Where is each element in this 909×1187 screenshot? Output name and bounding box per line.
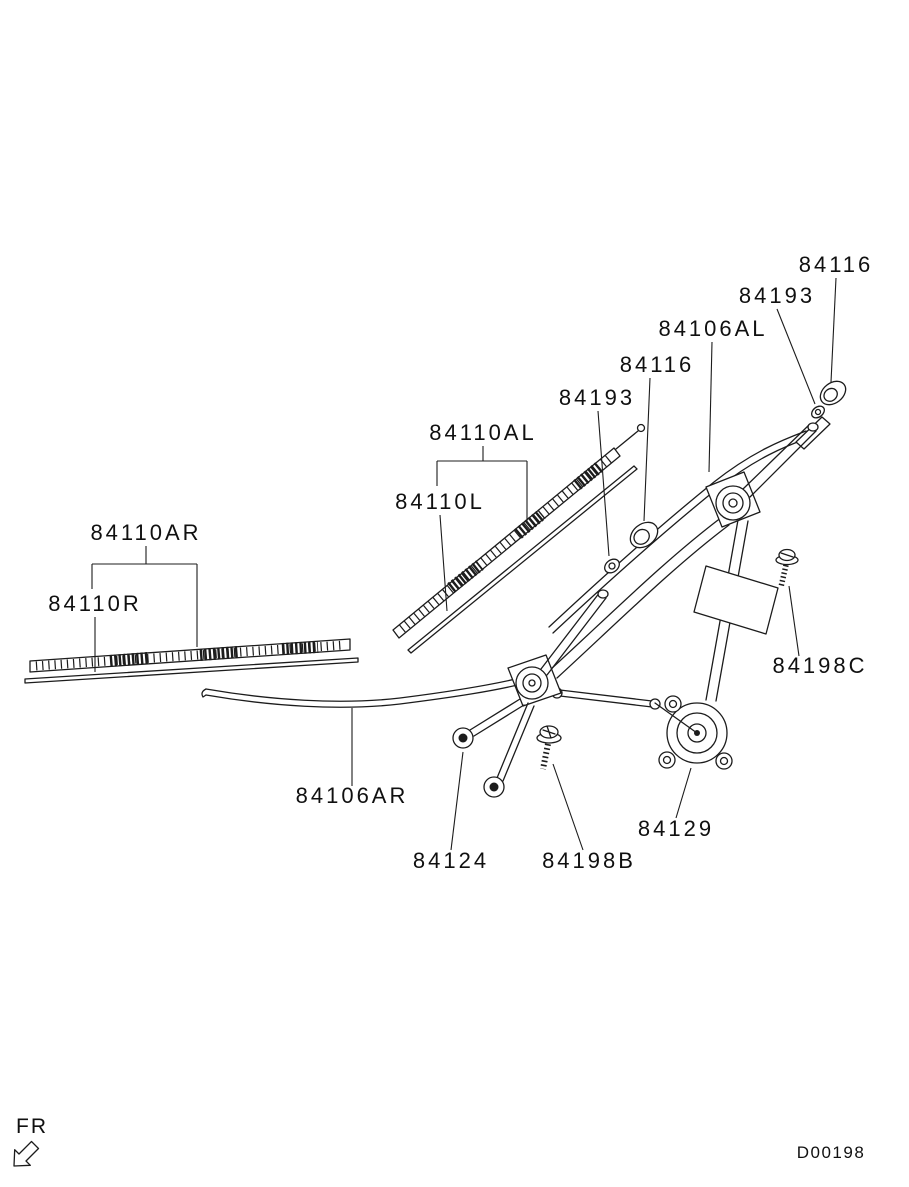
part-label-84198B-mount-bolt: 84198B: [542, 848, 636, 873]
part-label-84106AR-arm-right: 84106AR: [296, 783, 409, 808]
fr-direction-label: FR: [16, 1115, 48, 1138]
wiper-blade-left-drawing: [392, 423, 646, 654]
leader-lines: [91, 277, 837, 851]
wiper-blade-right-drawing: [24, 638, 359, 684]
part-label-84193-nut-top: 84193: [739, 283, 815, 308]
part-label-84116-cap-top: 84116: [799, 252, 874, 277]
pivot-right-drawing: [507, 589, 609, 707]
part-label-84110R-blade-right: 84110R: [48, 591, 141, 616]
part-label-84198C-pivot-bolt: 84198C: [772, 653, 867, 678]
pivot-cap-mid-drawing: [604, 521, 659, 574]
pivot-cap-top-drawing: [811, 380, 847, 419]
part-label-84110L-blade-left: 84110L: [395, 489, 485, 514]
part-label-84110AR-blade-assembly-right: 84110AR: [90, 520, 201, 545]
bolt-84198B-drawing: [536, 725, 562, 770]
part-label-84124-mount-bracket: 84124: [413, 848, 489, 873]
fr-direction-arrow-icon: [13, 1140, 40, 1167]
wiper-arm-left-drawing: [548, 416, 831, 634]
mount-bracket-drawing: [452, 698, 535, 798]
part-label-84106AL-arm-left: 84106AL: [658, 316, 767, 341]
part-label-84116-cap-mid: 84116: [620, 352, 695, 377]
part-labels: 84116 84193 84106AL 84116 84193 84110AL …: [48, 252, 874, 873]
pivot-left-drawing: [705, 422, 819, 528]
part-label-84129-motor: 84129: [638, 816, 714, 841]
part-label-84193-nut-mid: 84193: [559, 385, 635, 410]
wiper-arm-right-drawing: [201, 676, 527, 708]
diagram-code: D00198: [797, 1143, 866, 1162]
bolt-84198C-drawing: [775, 548, 799, 588]
part-label-84110AL-blade-assembly-left: 84110AL: [429, 420, 536, 445]
wiper-motor-drawing: [654, 695, 733, 770]
fr-indicator: FR: [13, 1115, 48, 1167]
